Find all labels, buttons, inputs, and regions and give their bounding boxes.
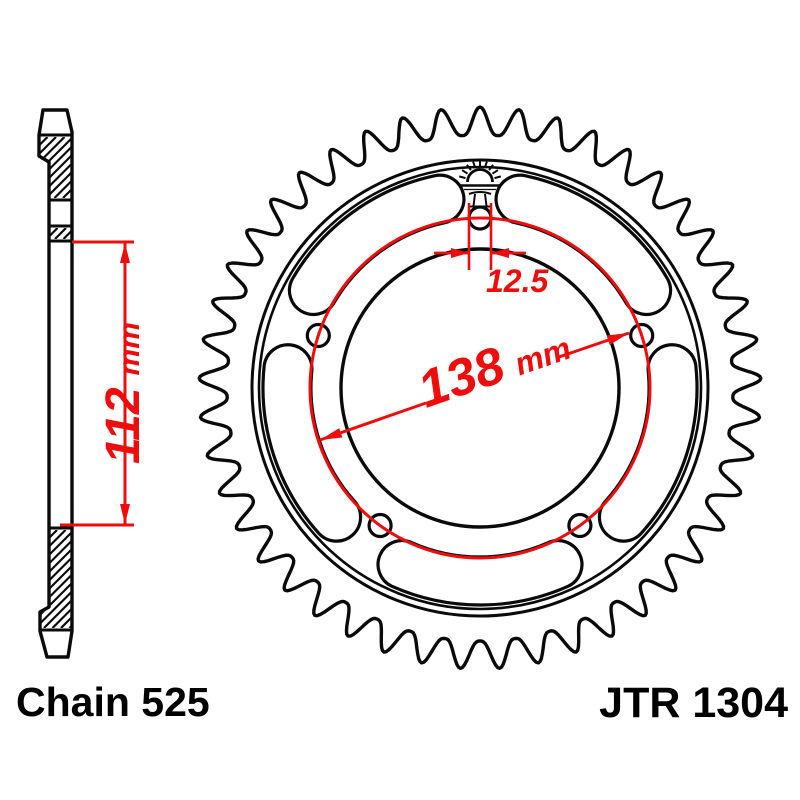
dimension-arrowhead [451,248,469,258]
hatch-pattern [40,530,72,628]
bolt-circle-diameter [308,216,652,560]
dimension-arrowhead [320,428,343,440]
rim-outer-circle [250,158,710,618]
dimension-arrowhead [120,504,130,524]
dimension-arrowhead [120,243,130,263]
side-view-section [37,108,74,659]
center-bore [339,247,621,529]
hatch-pattern [49,228,72,239]
hub-width-dimension-label: 112mm [97,322,150,464]
jt-rising-sun-logo-icon [458,160,502,208]
dimension-arrowhead [606,333,629,345]
front-view-sprocket [197,105,763,670]
dimension-arrowhead [491,248,509,258]
bolt-hole-dimension-label: 12.5 [486,263,549,299]
dimension-annotations [60,203,652,560]
part-number-label: JTR 1304 [599,679,788,727]
chain-size-label: Chain 525 [16,679,210,725]
